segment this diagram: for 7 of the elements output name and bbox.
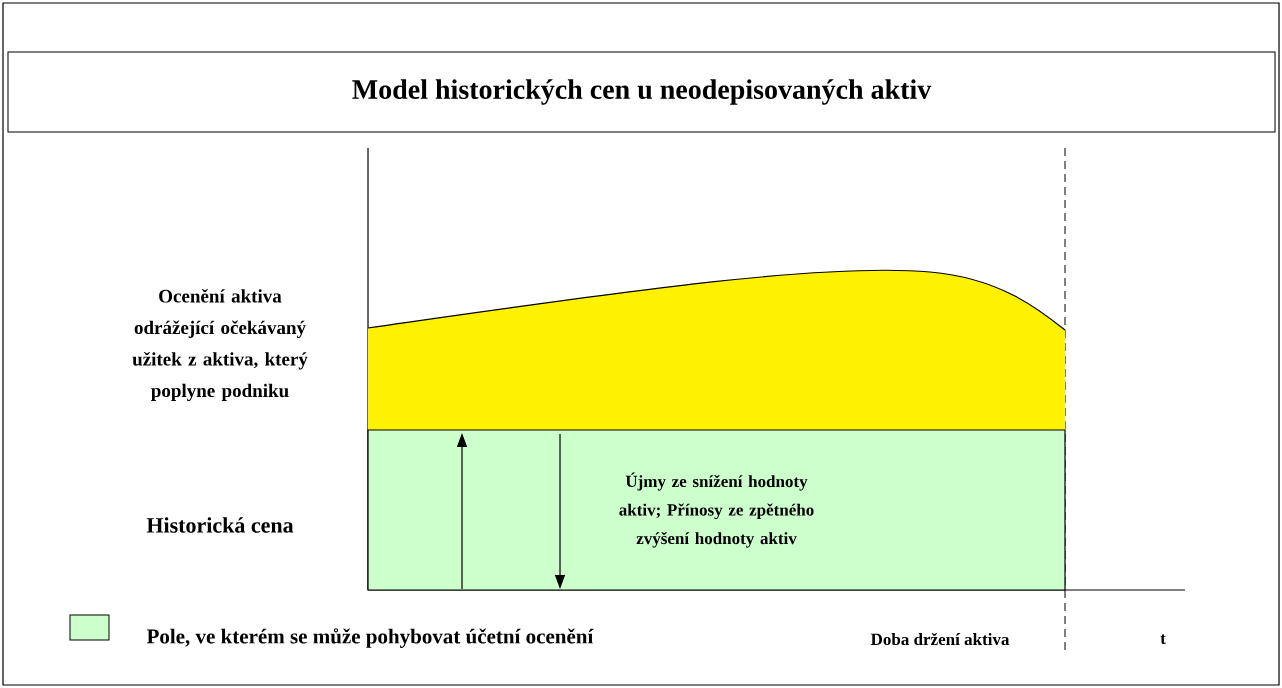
side-label: Ocenění aktiva odrážející očekávaný užitek z aktiva, který poplyne podniku — [132, 289, 308, 401]
axis-label: t — [1160, 634, 1166, 644]
legend-text: Pole, ve kterém se může pohybovat účetní ocenění — [146, 628, 594, 648]
field-area: Újmy ze snížení hodnoty aktiv; Přínosy ze zpětného zvýšení hodnoty aktiv — [367, 429, 1066, 591]
side-label: Historická cena — [146, 517, 294, 533]
title-box: Model historických cen u neodepisovaných aktiv — [7, 51, 1276, 133]
axis-label: Doba držení aktiva — [870, 632, 1010, 646]
